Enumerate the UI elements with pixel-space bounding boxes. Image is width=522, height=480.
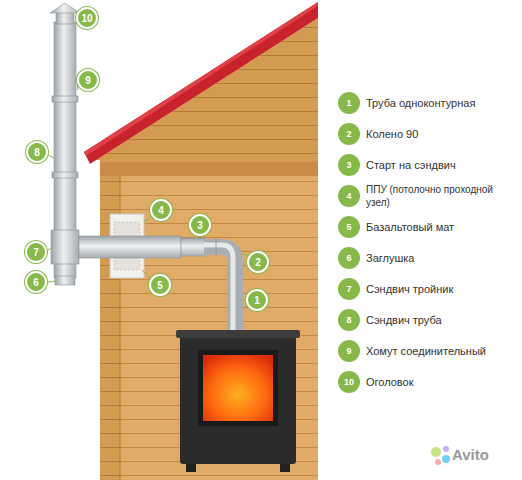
part-list-item: 5 Базальтовый мат xyxy=(338,216,516,238)
callout-circle: 4 xyxy=(150,199,172,221)
callout-number: 9 xyxy=(79,75,97,86)
callout-number: 4 xyxy=(152,205,170,216)
part-name: Сэндвич тройник xyxy=(366,283,453,296)
callout-number: 3 xyxy=(338,160,360,170)
callout-number: 6 xyxy=(27,277,45,288)
part-list-item: 3 Старт на сэндвич xyxy=(338,154,516,176)
callout-circle: 1 xyxy=(246,289,268,311)
part-name: Заглушка xyxy=(366,252,414,265)
callout-number: 5 xyxy=(338,222,360,232)
part-list-item: 2 Колено 90 xyxy=(338,123,516,145)
part-name: Труба одноконтурная xyxy=(366,97,475,110)
number-badge: 7 xyxy=(338,278,360,300)
callout-circle: 3 xyxy=(189,214,211,236)
number-badge: 10 xyxy=(338,371,360,393)
callout-number: 9 xyxy=(338,346,360,356)
callout-number: 1 xyxy=(248,295,266,306)
callout-circle: 2 xyxy=(247,251,269,273)
watermark: Avito xyxy=(452,446,489,463)
number-badge: 4 xyxy=(338,185,360,207)
part-name: Оголовок xyxy=(366,376,414,389)
callout-number: 4 xyxy=(338,191,360,201)
number-badge: 6 xyxy=(338,247,360,269)
part-list-item: 6 Заглушка xyxy=(338,247,516,269)
part-list-item: 7 Сэндвич тройник xyxy=(338,278,516,300)
callout-circle: 8 xyxy=(26,141,48,163)
number-badge: 1 xyxy=(338,92,360,114)
callout-number: 10 xyxy=(78,13,96,24)
part-name: Хомут соединительный xyxy=(366,345,486,358)
number-badge: 5 xyxy=(338,216,360,238)
callout-number: 7 xyxy=(338,284,360,294)
callout-circle: 10 xyxy=(76,7,98,29)
callout-number: 3 xyxy=(191,220,209,231)
part-name: Колено 90 xyxy=(366,128,418,141)
part-name: Старт на сэндвич xyxy=(366,159,456,172)
callout-number: 8 xyxy=(28,147,46,158)
part-name: ППУ (потолочно проходной узел) xyxy=(366,183,516,209)
number-badge: 2 xyxy=(338,123,360,145)
part-list-item: 9 Хомут соединительный xyxy=(338,340,516,362)
callout-number: 8 xyxy=(338,315,360,325)
part-name: Сэндвич труба xyxy=(366,314,442,327)
callout-circle: 6 xyxy=(25,271,47,293)
number-badge: 3 xyxy=(338,154,360,176)
callout-circle: 7 xyxy=(25,241,47,263)
callout-number: 5 xyxy=(151,280,169,291)
callout-circle: 9 xyxy=(77,69,99,91)
callout-number: 7 xyxy=(27,247,45,258)
number-badge: 9 xyxy=(338,340,360,362)
part-list-item: 10 Оголовок xyxy=(338,371,516,393)
part-list-item: 4 ППУ (потолочно проходной узел) xyxy=(338,185,516,207)
part-name: Базальтовый мат xyxy=(366,221,454,234)
callout-number: 6 xyxy=(338,253,360,263)
callout-number: 2 xyxy=(249,257,267,268)
part-list-item: 1 Труба одноконтурная xyxy=(338,92,516,114)
callout-number: 1 xyxy=(338,98,360,108)
callout-circle: 5 xyxy=(149,274,171,296)
callout-number: 10 xyxy=(338,377,360,387)
callout-number: 2 xyxy=(338,129,360,139)
number-badge: 8 xyxy=(338,309,360,331)
part-list-item: 8 Сэндвич труба xyxy=(338,309,516,331)
